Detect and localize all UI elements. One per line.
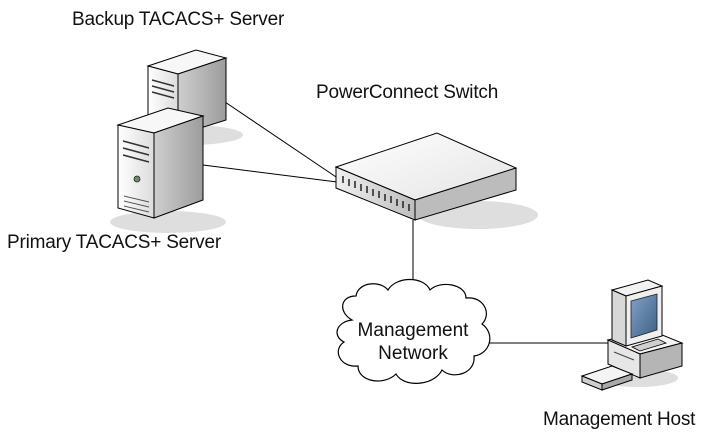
cloud-icon <box>336 278 491 384</box>
host-label: Management Host <box>543 409 696 430</box>
connections <box>202 99 612 344</box>
desktop-computer-icon <box>580 279 684 391</box>
switch-label: PowerConnect Switch <box>316 82 499 103</box>
primary-server-link <box>202 164 346 184</box>
primary-server-icon <box>116 107 205 219</box>
switch-icon <box>334 132 518 221</box>
cloud-label-line1: Management <box>357 320 469 341</box>
primary-server-label: Primary TACACS+ Server <box>7 232 221 253</box>
backup-server-link <box>221 99 346 184</box>
cloud-label: Management Network <box>333 320 493 366</box>
cloud-label-line2: Network <box>378 342 448 364</box>
backup-server-label: Backup TACACS+ Server <box>72 9 285 30</box>
